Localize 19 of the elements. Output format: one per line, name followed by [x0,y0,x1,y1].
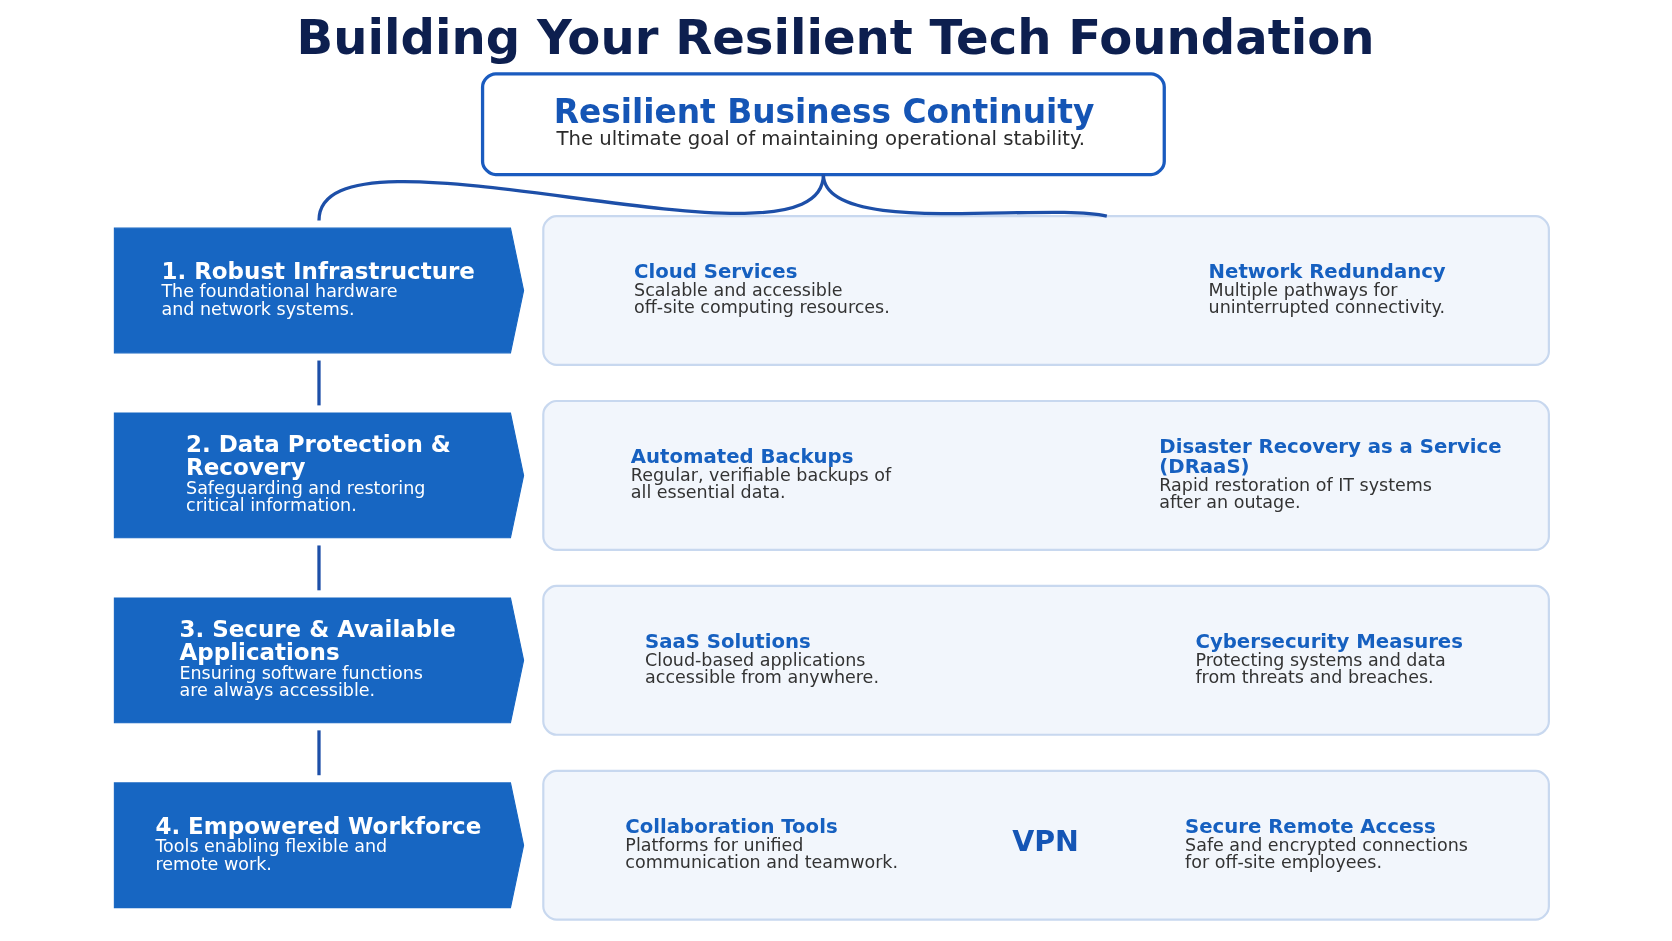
label: VPN [1012,825,1079,859]
node-text: Secure Remote Access Safe and encrypted connections for off-site employees. [1185,814,1468,873]
node-text: Disaster Recovery as a Service (DRaaS) Rapid restoration of IT systems after an outage. [1159,434,1502,513]
node-box: Resilient Business Continuity The ultimate goal of maintaining operational stability. [480,72,1166,177]
cluster [542,399,1550,551]
node-text: SaaS Solutions Cloud-based applications accessible from anywhere. [645,629,879,688]
cluster [542,215,1550,366]
node-text: Network Redundancy Multiple pathways for uninterrupted connectivity. [1208,259,1446,318]
node-text: Collaboration Tools Platforms for unified communication and teamwork. [625,814,899,873]
cluster [542,769,1550,921]
diagram-title: Building Your Resilient Tech Foundation [296,9,1375,66]
connector [317,545,321,591]
node-text: Automated Backups Regular, verifiable backups of all essential data. [630,444,892,503]
node-text: Cybersecurity Measures Protecting systems and data from threats and breaches. [1195,629,1463,688]
connector [317,360,321,406]
connector [317,730,321,776]
cluster [542,584,1550,736]
node-text: Cloud Services Scalable and accessible off-site computing resources. [634,259,890,318]
connector [821,174,1108,218]
